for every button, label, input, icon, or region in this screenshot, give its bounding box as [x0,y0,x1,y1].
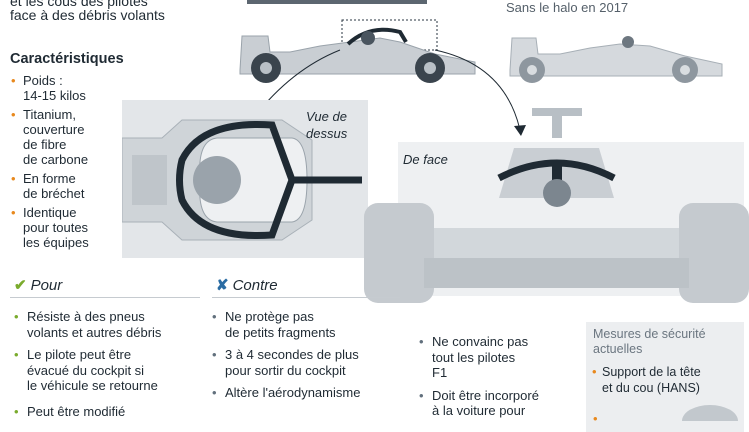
bullet-icon: • [11,107,16,122]
security-panel-title: Mesures de sécurité actuelles [593,327,706,356]
bullet-icon: • [11,205,16,220]
intro-line-2: face à des débris volants [10,7,165,23]
contre-divider [212,297,400,298]
intro-text: et les cous des pilotes face à des débri… [10,0,165,22]
side-view-car-without-halo [509,36,723,83]
bullet-icon: • [11,73,16,88]
bullet-icon: • [212,347,217,362]
contre-heading: ✘Contre [216,277,278,294]
bullet-icon: • [14,309,19,324]
bullet-icon: • [212,309,217,324]
hans-device-illustration [682,405,738,421]
specs-list: • Poids :14-15 kilos • Titanium,couvertu… [10,73,128,254]
top-view-label: Vue de dessus [306,109,348,141]
front-view-label: De face [403,152,448,167]
top-banner [247,0,427,4]
spec-item: • Poids :14-15 kilos [11,73,86,103]
checkmark-icon: ✔ [14,277,27,294]
bullet-icon: • [14,347,19,362]
bullet-icon: • [11,171,16,186]
bullet-icon: • [212,385,217,400]
contre-item: • Altère l'aérodynamisme [212,385,361,400]
security-bullet-next: • [593,411,598,426]
specs-title: Caractéristiques [10,51,124,67]
cross-icon: ✘ [216,277,229,294]
bullet-icon: • [419,334,424,349]
pour-item: • Peut être modifié [14,403,126,419]
front-view-car-illustration [364,108,749,303]
intro-line-1: et les cous des pilotes [10,0,148,9]
pour-heading: ✔Pour [14,277,63,294]
no-halo-caption: Sans le halo en 2017 [506,0,629,15]
security-item: • Support de la tête et du cou (HANS) [592,364,701,395]
side-view-car-with-halo [239,19,476,83]
bullet-icon: • [419,387,424,403]
bullet-icon: • [14,403,19,419]
pour-divider [10,297,200,298]
top-view-halo-illustration [122,119,362,241]
bullet-icon: • [592,364,597,379]
